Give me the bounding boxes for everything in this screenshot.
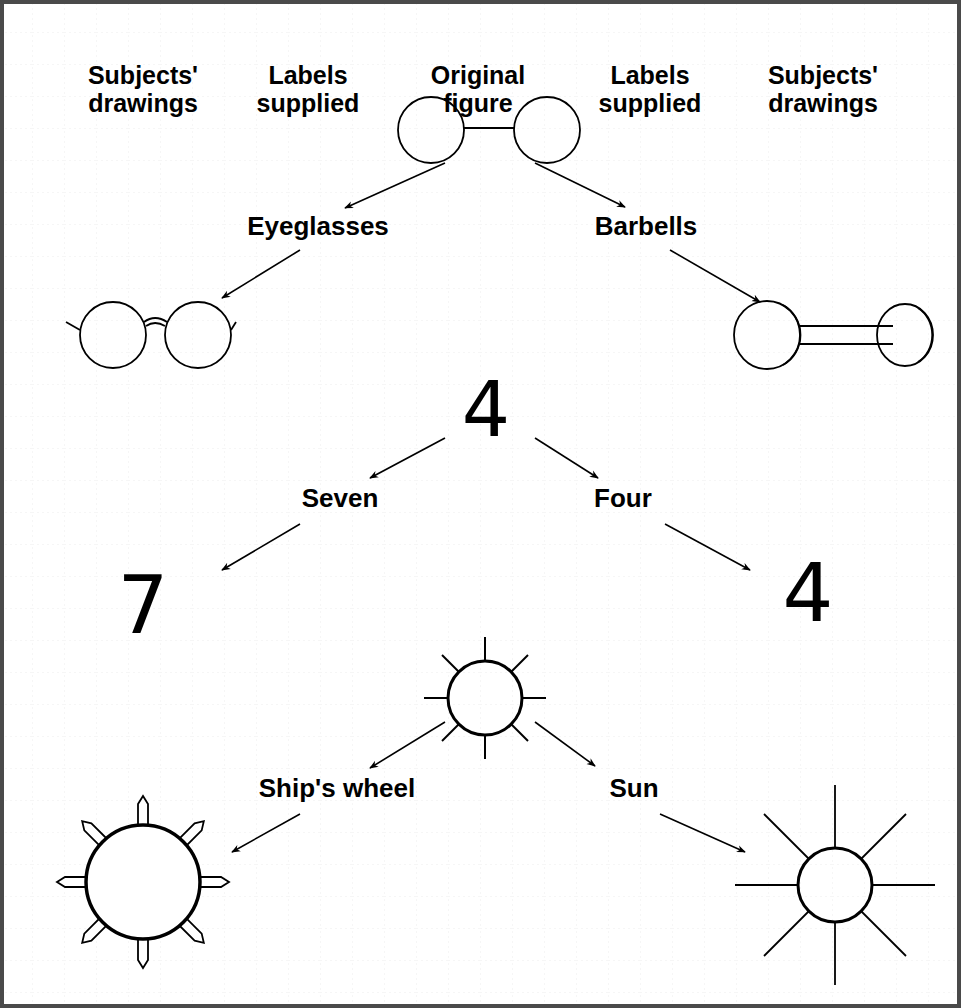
grid (4, 4, 957, 1004)
column-header: Labels supplied (570, 62, 730, 117)
arrow (535, 163, 625, 207)
arrow (670, 250, 760, 302)
barbells-drawing (734, 301, 933, 369)
digit-drawing: 4 (768, 554, 848, 634)
arrow (222, 524, 300, 570)
column-header: Subjects' drawings (743, 62, 903, 117)
column-header: Labels supplied (228, 62, 388, 117)
arrow (535, 722, 595, 766)
column-header: Original figure (398, 62, 558, 117)
label-supplied: Four (563, 484, 683, 513)
arrow (660, 814, 745, 852)
arrow (665, 524, 750, 570)
label-supplied: Ship's wheel (237, 774, 437, 803)
sun-drawing (735, 785, 935, 985)
label-supplied: Seven (270, 484, 410, 513)
arrows (222, 163, 760, 852)
arrow (370, 438, 445, 478)
digit-figure: 4 (446, 372, 526, 448)
label-supplied: Eyeglasses (223, 212, 413, 241)
column-header: Subjects' drawings (63, 62, 223, 117)
arrow (345, 163, 445, 208)
arrow (222, 250, 300, 298)
arrow (370, 722, 445, 768)
eyeglasses-drawing (66, 302, 236, 368)
label-supplied: Barbells (561, 212, 731, 241)
digit-drawing: 7 (103, 566, 183, 646)
sun-figure (424, 637, 546, 759)
ships-wheel-drawing (57, 796, 229, 968)
label-supplied: Sun (584, 774, 684, 803)
arrow (535, 438, 598, 478)
arrow (232, 814, 300, 852)
